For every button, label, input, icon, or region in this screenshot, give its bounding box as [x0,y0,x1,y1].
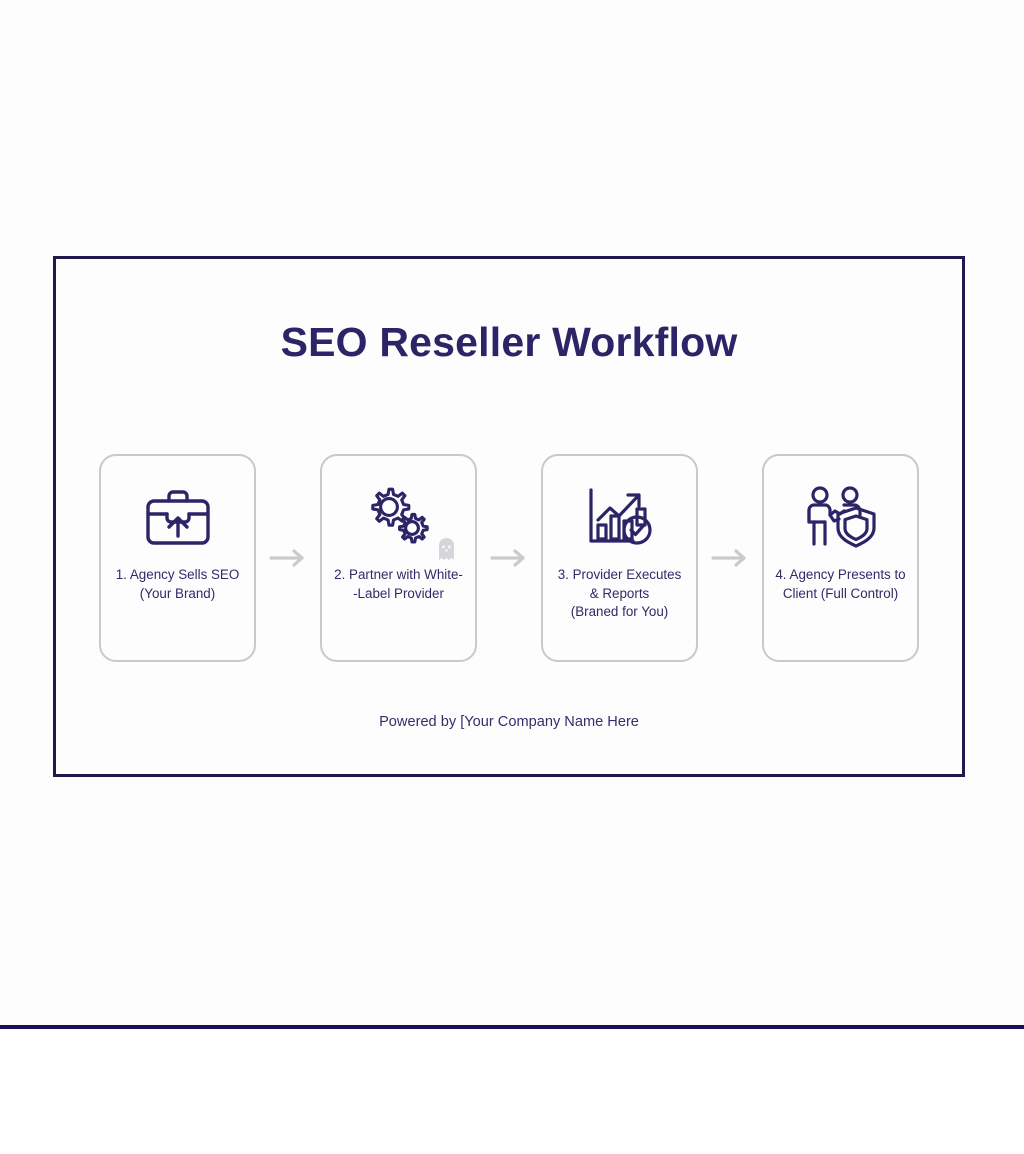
workflow-slide: SEO Reseller Workflow 1. Agency Sells SE [53,256,965,777]
workflow-step-card-2[interactable]: 2. Partner with White- -Label Provider [320,454,477,662]
arrow-right-icon [711,549,746,567]
handshake-shield-icon [803,482,879,552]
briefcase-upload-icon [140,482,216,552]
connector-arrow-1 [256,454,320,662]
connector-arrow-2 [477,454,541,662]
page-canvas: SEO Reseller Workflow 1. Agency Sells SE [53,256,965,777]
gears-icon [361,482,454,560]
workflow-step-label-4: 4. Agency Presents to Client (Full Contr… [775,567,906,601]
workflow-step-label-2: 2. Partner with White- -Label Provider [334,567,463,601]
workflow-step-label-1: 1. Agency Sells SEO (Your Brand) [115,567,240,601]
workflow-step-card-4[interactable]: 4. Agency Presents to Client (Full Contr… [762,454,919,662]
workflow-step-card-3[interactable]: 3. Provider Executes & Reports (Braned f… [541,454,698,662]
arrow-right-icon [490,549,525,567]
workflow-steps-row: 1. Agency Sells SEO (Your Brand) [56,454,962,662]
page-divider-rule [0,1025,1024,1029]
connector-arrow-3 [698,454,762,662]
arrow-right-icon [269,549,304,567]
workflow-step-label-3: 3. Provider Executes & Reports (Braned f… [557,567,682,619]
workflow-step-card-1[interactable]: 1. Agency Sells SEO (Your Brand) [99,454,256,662]
slide-footer-text: Powered by [Your Company Name Here [379,714,639,730]
page-bottom-area [0,1029,1024,1154]
bar-chart-check-icon [582,482,658,552]
ghost-placeholder-icon [438,538,454,560]
page-title: SEO Reseller Workflow [280,319,738,365]
